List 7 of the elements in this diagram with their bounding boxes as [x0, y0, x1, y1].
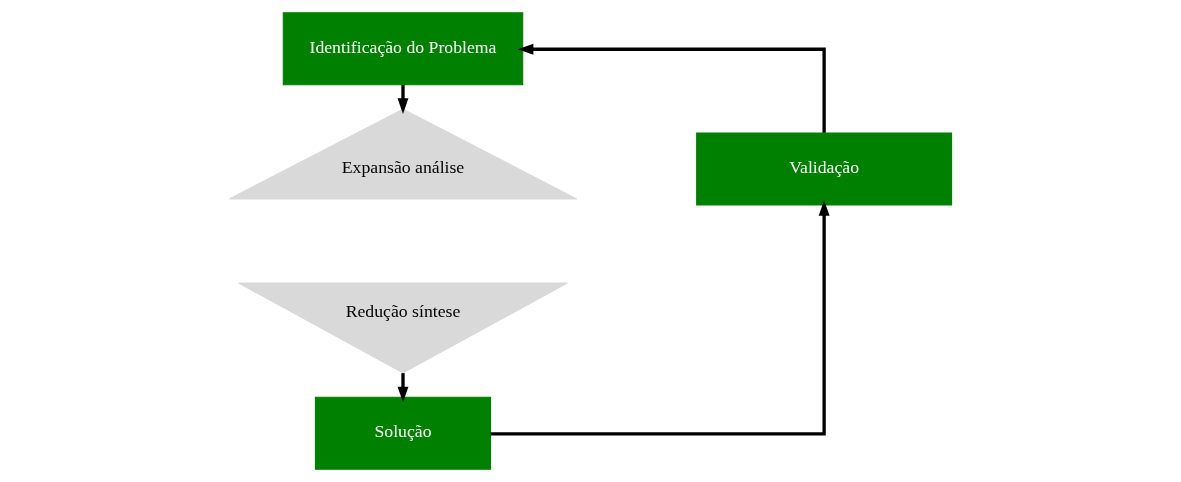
arrow: [397, 84, 409, 114]
arrow: [397, 373, 409, 403]
arrow: [490, 200, 830, 436]
node-box: Solução: [314, 396, 492, 470]
arrow: [517, 43, 826, 133]
node-box: Identificação do Problema: [282, 12, 524, 86]
node-box: Validação: [696, 132, 953, 206]
